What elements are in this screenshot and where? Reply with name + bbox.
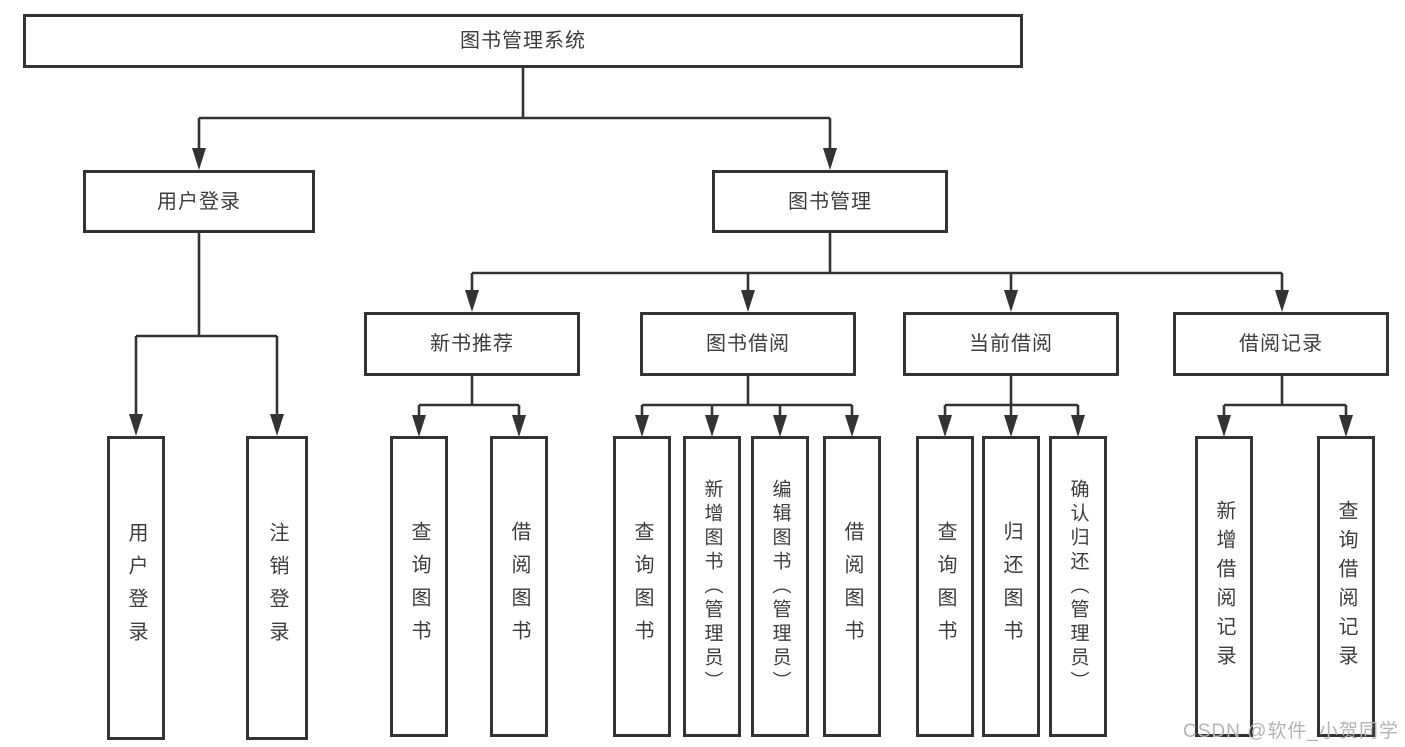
node-new-book-recommendation: 新书推荐 [364, 312, 580, 376]
node-borrowing-records: 借阅记录 [1173, 312, 1389, 376]
node-book-management: 图书管理 [712, 170, 948, 233]
leaf-return-books: 归还图书 [982, 436, 1040, 737]
node-user-login: 用户登录 [83, 170, 315, 233]
watermark: CSDN @软件_小贺同学 [1183, 721, 1399, 742]
leaf-confirm-return-admin: 确认归还（管理员） [1049, 436, 1107, 737]
leaf-borrow-books-borrowing: 借阅图书 [823, 436, 881, 737]
leaf-query-books-recommend: 查询图书 [390, 436, 448, 737]
leaf-borrow-books-recommend: 借阅图书 [490, 436, 548, 737]
leaf-query-borrow-record: 查询借阅记录 [1317, 436, 1375, 737]
leaf-edit-book-admin: 编辑图书（管理员） [751, 436, 809, 737]
leaf-add-book-admin: 新增图书（管理员） [683, 436, 741, 737]
leaf-query-books-current: 查询图书 [916, 436, 974, 737]
node-current-borrowing: 当前借阅 [903, 312, 1119, 376]
leaf-logout: 注销登录 [246, 436, 308, 740]
leaf-add-borrow-record: 新增借阅记录 [1195, 436, 1253, 737]
leaf-query-books-borrowing: 查询图书 [613, 436, 671, 737]
node-system-root: 图书管理系统 [23, 14, 1023, 68]
leaf-user-login: 用户登录 [107, 436, 165, 740]
node-book-borrowing: 图书借阅 [640, 312, 856, 376]
